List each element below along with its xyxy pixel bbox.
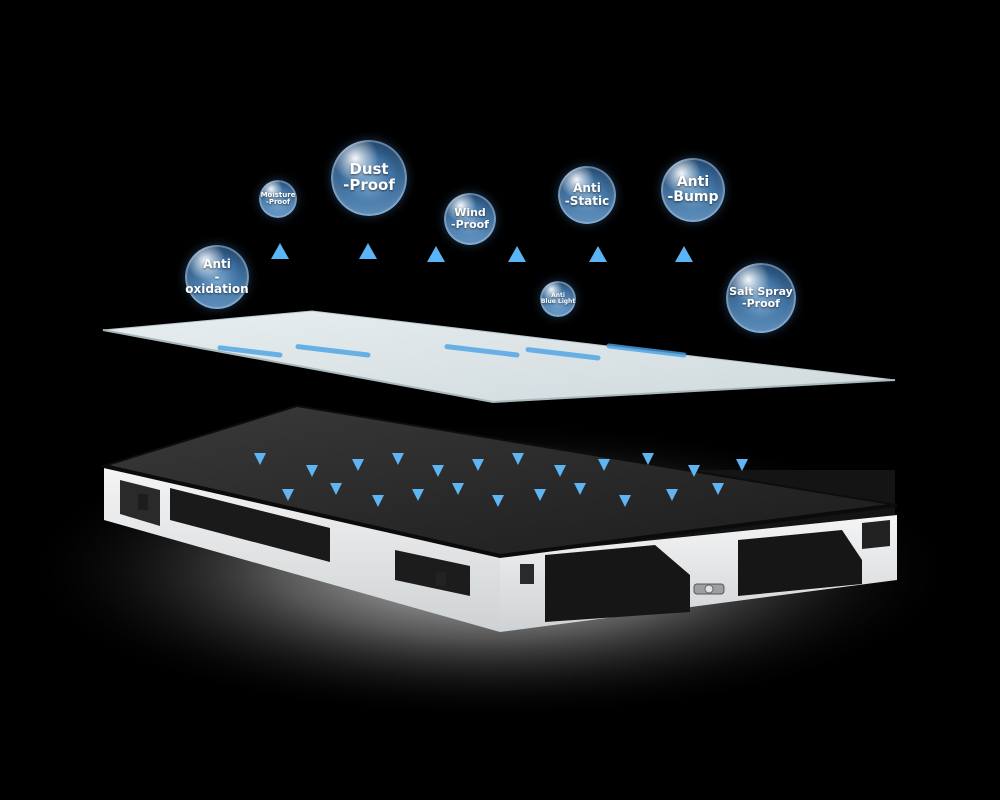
down-arrow: [512, 408, 524, 465]
wind-proof-label: Wind -Proof: [451, 206, 489, 231]
down-arrow: [282, 408, 294, 501]
down-arrow: [372, 408, 384, 507]
anti-static-bubble: Anti -Static: [558, 166, 616, 224]
down-arrow: [688, 408, 700, 477]
down-arrow: [619, 408, 631, 507]
anti-blue-light-bubble: Anti Blue Light: [540, 281, 576, 317]
anti-bump-bubble: Anti -Bump: [661, 158, 725, 222]
up-arrow: [427, 246, 445, 345]
down-arrow: [330, 408, 342, 495]
down-arrow: [642, 408, 654, 465]
salt-spray-proof-bubble: Salt Spray -Proof: [726, 263, 796, 333]
down-arrow: [472, 408, 484, 471]
up-arrow: [444, 246, 526, 358]
up-arrow: [217, 243, 289, 358]
down-arrow: [412, 408, 424, 501]
down-arrow: [712, 408, 724, 495]
up-arrow: [525, 246, 607, 361]
down-arrow: [554, 408, 566, 477]
upward-arrow-group: [217, 243, 693, 361]
down-arrow: [452, 408, 464, 495]
anti-oxidation-label: Anti -oxidation: [185, 257, 249, 297]
down-arrow: [598, 408, 610, 471]
dust-proof-label: Dust -Proof: [343, 160, 395, 194]
salt-spray-proof-label: Salt Spray -Proof: [729, 285, 793, 310]
down-arrow: [666, 408, 678, 501]
down-arrow: [534, 408, 546, 501]
anti-bump-label: Anti -Bump: [667, 174, 719, 205]
down-arrow: [574, 408, 586, 495]
wind-proof-bubble: Wind -Proof: [444, 193, 496, 245]
dust-proof-bubble: Dust -Proof: [331, 140, 407, 216]
anti-blue-light-label: Anti Blue Light: [540, 291, 576, 305]
down-arrow: [352, 408, 364, 471]
down-arrow: [254, 408, 266, 465]
anti-static-label: Anti -Static: [564, 181, 610, 208]
up-arrow: [295, 243, 377, 358]
down-arrow: [492, 408, 504, 507]
moisture-proof-bubble: Moisture -Proof: [259, 180, 297, 218]
down-arrow: [392, 408, 404, 465]
anti-oxidation-bubble: Anti -oxidation: [185, 245, 249, 309]
down-arrow: [432, 408, 444, 477]
down-arrow: [306, 408, 318, 477]
down-arrow: [736, 408, 748, 471]
downward-arrow-group: [254, 408, 748, 507]
moisture-proof-label: Moisture -Proof: [260, 190, 296, 206]
up-arrow: [606, 246, 693, 358]
led-cabinet: [100, 404, 898, 632]
